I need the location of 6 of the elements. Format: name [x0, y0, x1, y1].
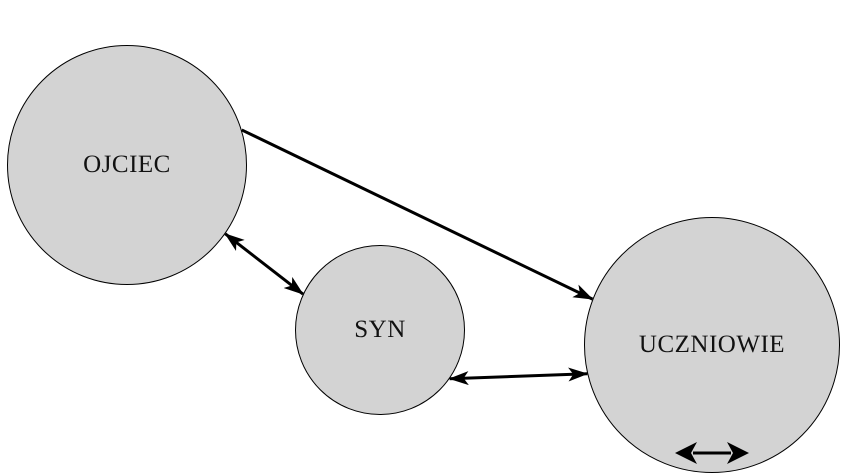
node-label: UCZNIOWIE — [638, 331, 786, 359]
arrow — [241, 128, 594, 300]
arrow — [224, 232, 304, 296]
node-label: OJCIEC — [83, 151, 171, 179]
arrow — [448, 367, 588, 386]
node-label: SYN — [354, 316, 406, 344]
